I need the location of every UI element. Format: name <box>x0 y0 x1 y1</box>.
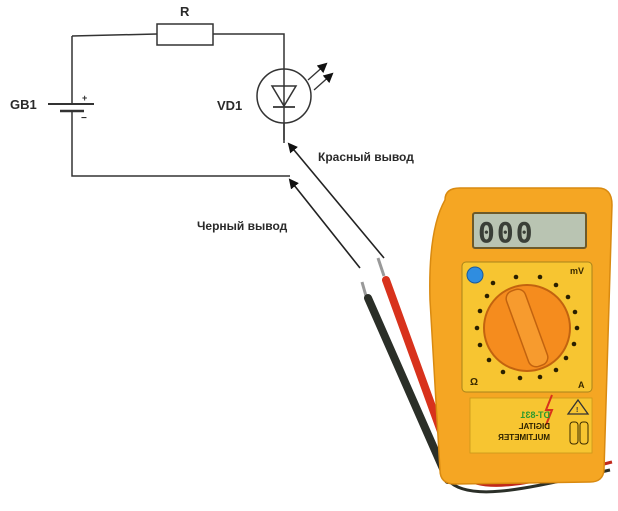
rotary-selector[interactable] <box>483 284 571 372</box>
fuse-graphic-icon <box>569 421 589 445</box>
lcd-reading: 000 <box>478 216 535 249</box>
lcd-display <box>472 212 587 249</box>
wire-bottom <box>71 120 290 177</box>
black-lead-annotation: Черный вывод <box>197 219 288 233</box>
battery-label: GB1 <box>10 97 37 112</box>
light-emission-arrow-icon <box>313 72 334 91</box>
model-label: DT-831 <box>520 410 550 420</box>
multimeter: 000 mV Ω A ! DT-831 DIGITAL MULTIM <box>429 187 613 485</box>
led-label: VD1 <box>217 98 242 113</box>
black-probe <box>364 294 452 484</box>
black-lead-arrow <box>288 178 361 269</box>
circuit-schematic: R GB1 + − VD1 <box>10 4 334 177</box>
brand-label-line2: MULTIMETER <box>498 433 550 442</box>
probe-arrows <box>287 142 385 269</box>
wire-top-right <box>213 33 285 68</box>
range-markers <box>474 274 580 381</box>
red-lead-arrow <box>287 142 385 259</box>
light-emission-arrow-icon <box>307 62 328 81</box>
red-probe-tip <box>376 257 386 277</box>
wire-top-left <box>71 33 158 37</box>
black-probe-tip <box>360 281 368 297</box>
resistor-label: R <box>180 4 190 19</box>
led-symbol <box>256 62 334 140</box>
mirrored-label: DT-831 DIGITAL MULTIMETER <box>498 410 550 442</box>
warning-exclamation: ! <box>576 407 578 414</box>
battery-minus-sign: − <box>81 113 87 124</box>
range-mv-label: mV <box>570 266 584 276</box>
battery-plus-sign: + <box>82 93 87 103</box>
range-ohm-label: Ω <box>470 377 478 388</box>
high-voltage-icon <box>544 394 554 426</box>
transistor-socket-icon[interactable] <box>466 266 484 284</box>
warning-triangle-icon <box>566 398 590 415</box>
brand-label-line1: DIGITAL <box>518 422 550 431</box>
battery-symbol <box>48 96 94 120</box>
range-a-label: A <box>578 380 585 390</box>
resistor-symbol <box>156 23 214 46</box>
red-lead-annotation: Красный вывод <box>318 150 414 164</box>
